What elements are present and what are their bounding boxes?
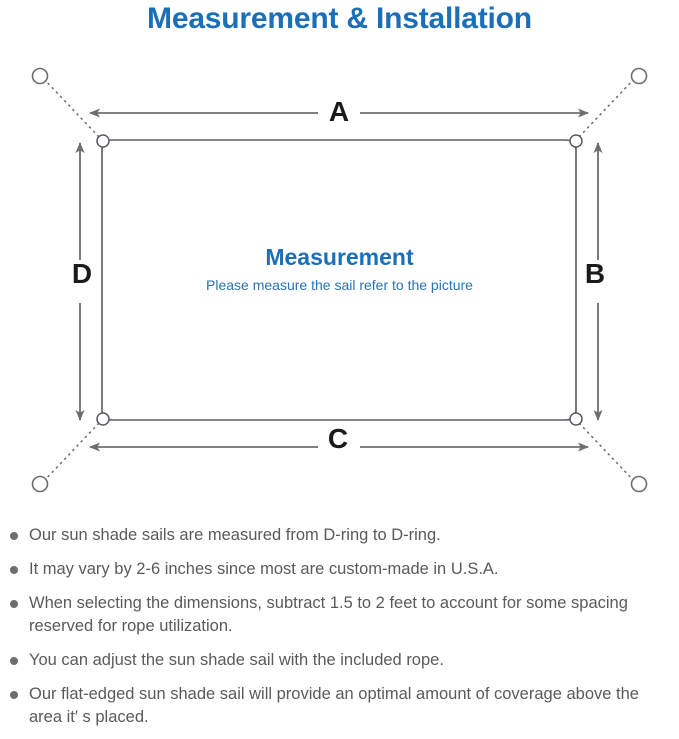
- bullet-icon: [10, 532, 18, 540]
- rope-line-bottom-left: [42, 422, 100, 483]
- d-ring-bottom-left: [96, 412, 110, 426]
- list-item-text: Our sun shade sails are measured from D-…: [29, 526, 441, 544]
- list-item-text: When selecting the dimensions, subtract …: [29, 594, 628, 635]
- notes-list: Our sun shade sails are measured from D-…: [0, 524, 679, 729]
- measurement-diagram: A B C D Measurement Please measure the s…: [0, 45, 679, 515]
- anchor-point-top-left: [31, 67, 49, 85]
- list-item-text: You can adjust the sun shade sail with t…: [29, 651, 444, 669]
- list-item: When selecting the dimensions, subtract …: [0, 592, 679, 638]
- page-title: Measurement & Installation: [147, 2, 532, 35]
- diagram-center-heading: Measurement: [265, 244, 414, 270]
- bullet-icon: [10, 657, 18, 665]
- bullet-icon: [10, 566, 18, 574]
- diagram-center-subtext: Please measure the sail refer to the pic…: [206, 277, 473, 293]
- sail-shape: [101, 139, 577, 421]
- anchor-point-top-right: [630, 67, 648, 85]
- list-item: Our sun shade sails are measured from D-…: [0, 524, 679, 547]
- dimension-label-a: A: [328, 96, 350, 127]
- dimension-label-b: B: [584, 258, 606, 289]
- d-ring-bottom-right: [569, 412, 583, 426]
- list-item: Our flat-edged sun shade sail will provi…: [0, 683, 679, 729]
- list-item: You can adjust the sun shade sail with t…: [0, 649, 679, 672]
- list-item-text: It may vary by 2-6 inches since most are…: [29, 560, 499, 578]
- dimension-label-c: C: [327, 423, 349, 454]
- anchor-point-bottom-left: [31, 475, 49, 493]
- diagram-svg: [31, 67, 648, 493]
- rope-line-top-left: [42, 77, 100, 138]
- list-item: It may vary by 2-6 inches since most are…: [0, 558, 679, 581]
- d-ring-top-right: [569, 134, 583, 148]
- d-ring-top-left: [96, 134, 110, 148]
- bullet-icon: [10, 691, 18, 699]
- rope-line-top-right: [578, 77, 636, 138]
- bullet-icon: [10, 600, 18, 608]
- anchor-point-bottom-right: [630, 475, 648, 493]
- rope-line-bottom-right: [578, 422, 636, 483]
- dimension-label-d: D: [71, 258, 93, 289]
- list-item-text: Our flat-edged sun shade sail will provi…: [29, 685, 639, 726]
